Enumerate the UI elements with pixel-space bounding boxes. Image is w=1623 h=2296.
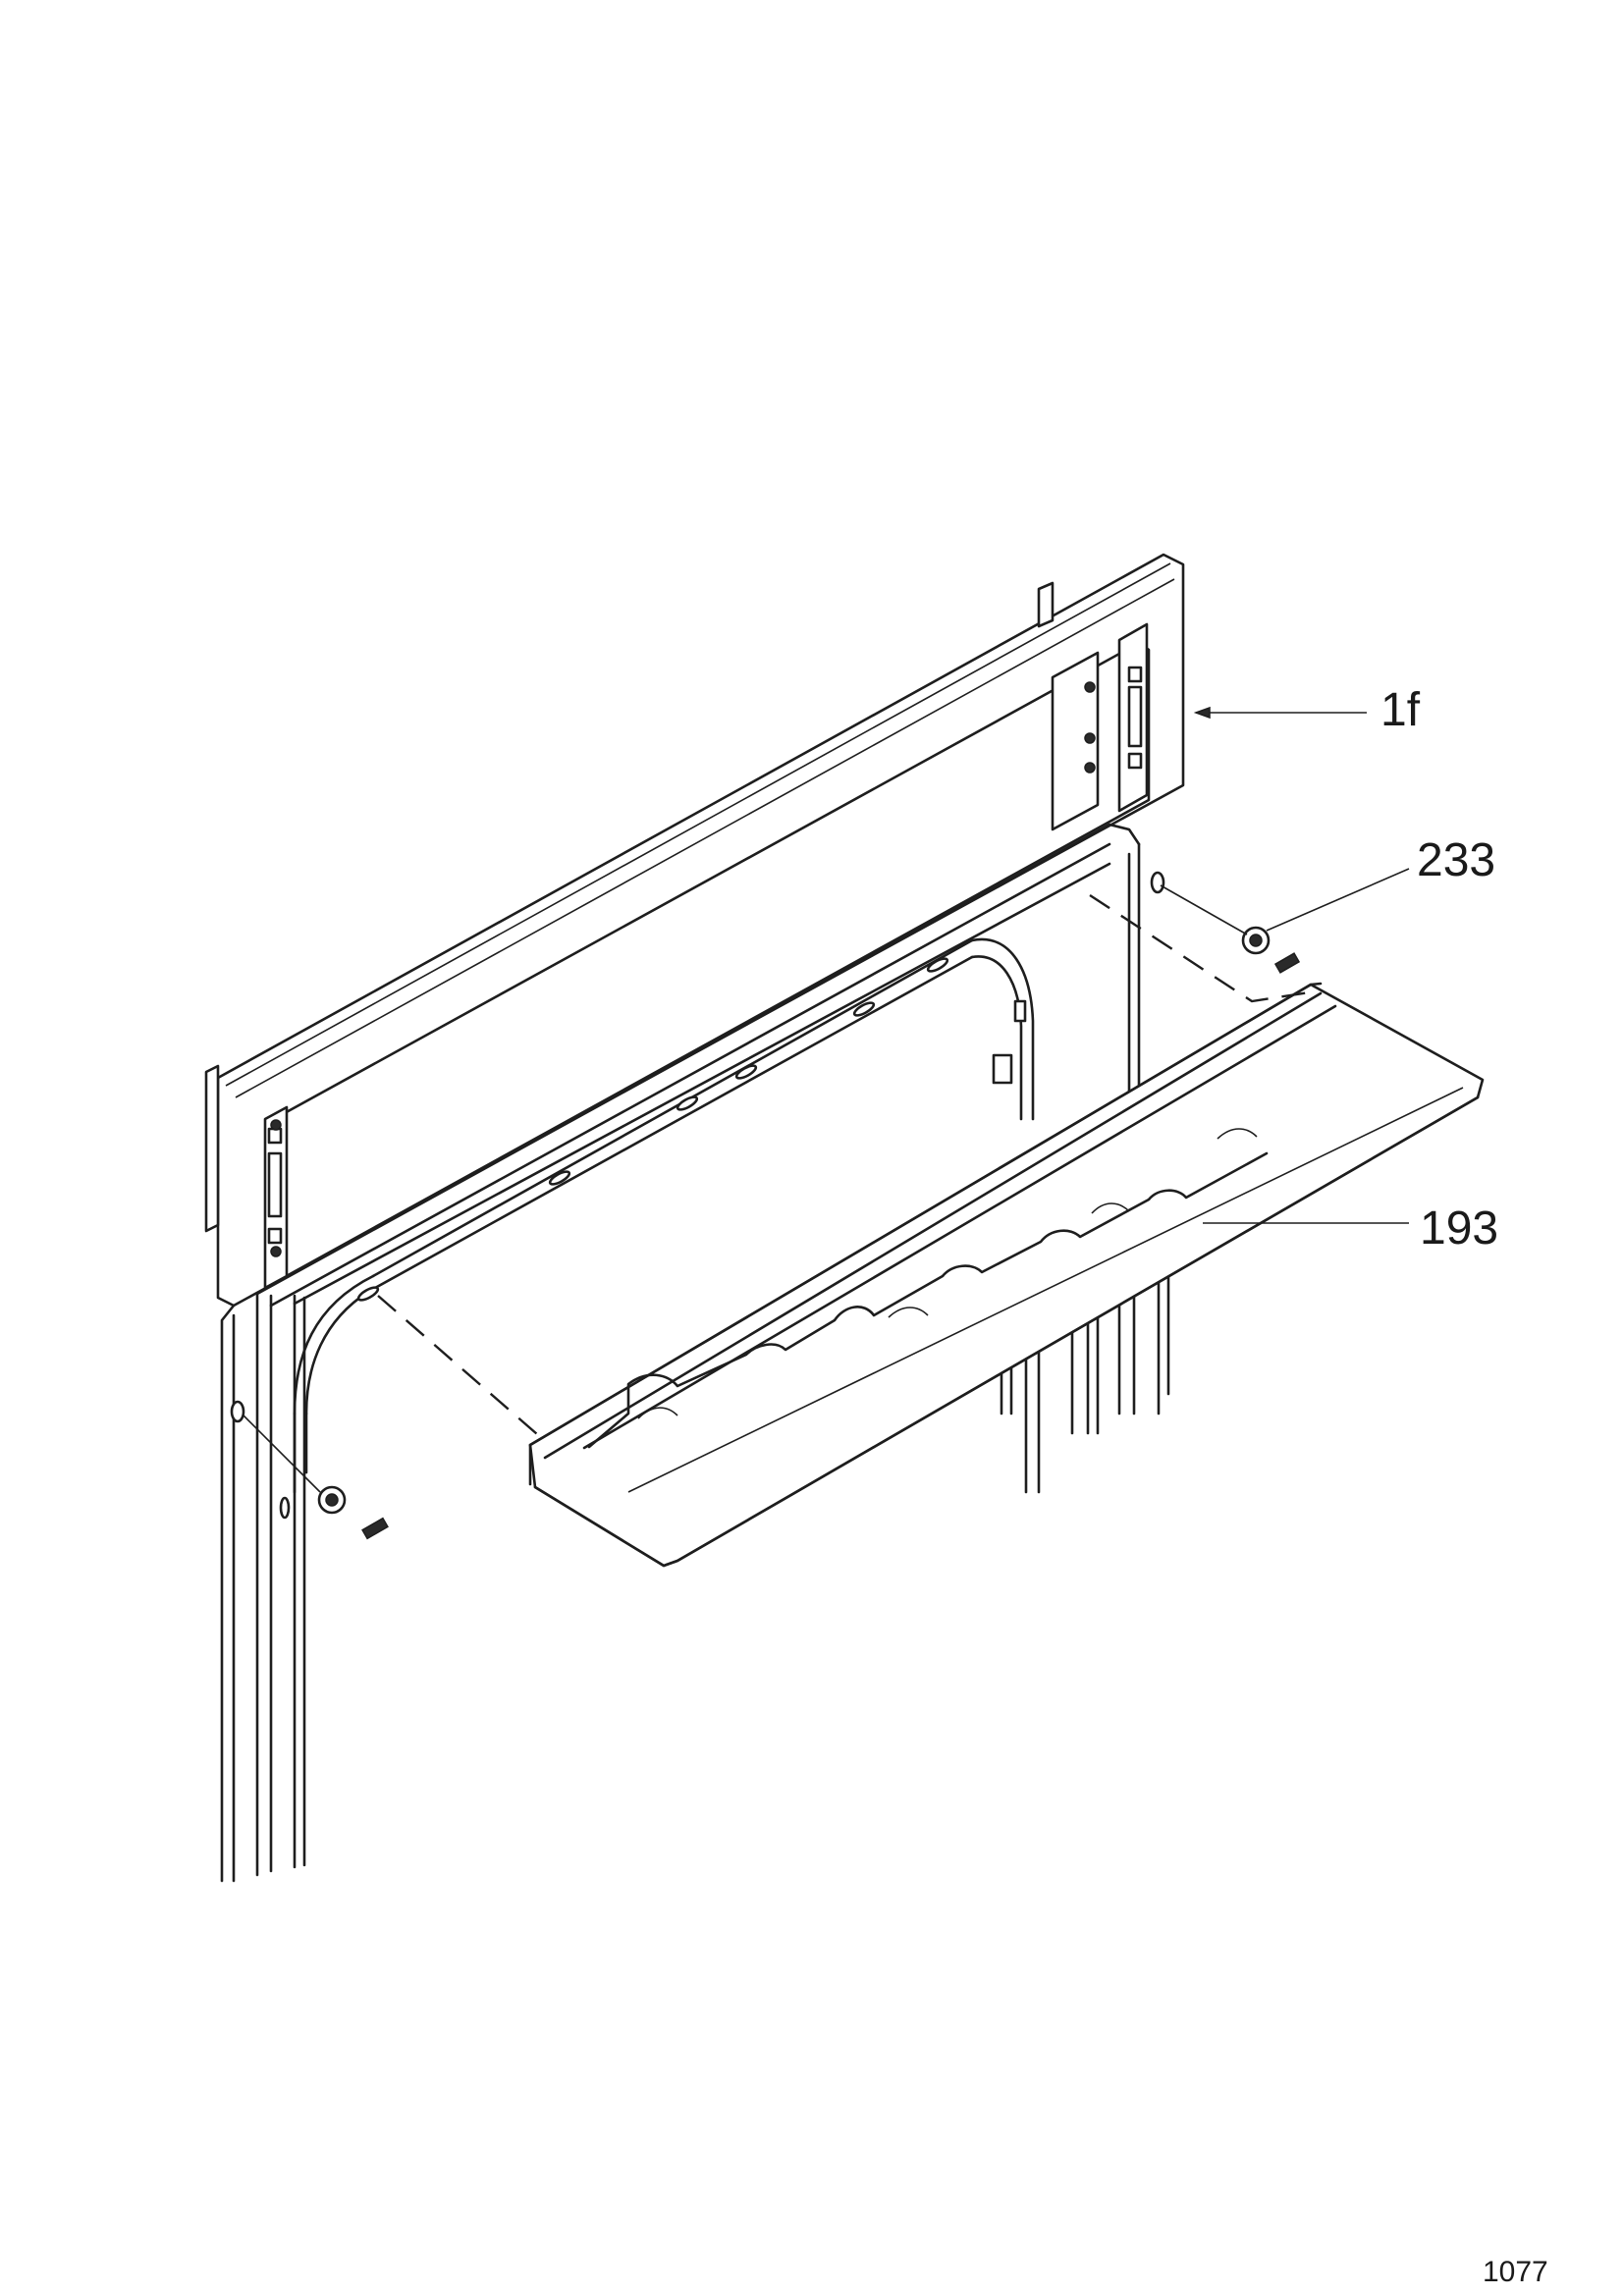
front-frame-1f xyxy=(204,553,1185,1883)
right-mounting-hole xyxy=(1150,871,1165,894)
fasteners-233 xyxy=(243,884,1301,1540)
callout-193: 193 xyxy=(1420,1202,1499,1255)
rail-slots xyxy=(279,957,949,1520)
deflector-193 xyxy=(528,982,1485,1568)
left-screw xyxy=(361,1517,389,1540)
callout-1f: 1f xyxy=(1380,684,1421,736)
callout-233: 233 xyxy=(1417,834,1496,886)
left-mounting-hole xyxy=(230,1400,245,1423)
leader-lines xyxy=(1193,706,1410,1224)
assembly-dashed-lines xyxy=(377,893,1317,1442)
leader-233 xyxy=(1266,868,1410,932)
page-number: 1077 xyxy=(1483,2256,1548,2288)
right-screw xyxy=(1273,952,1301,974)
